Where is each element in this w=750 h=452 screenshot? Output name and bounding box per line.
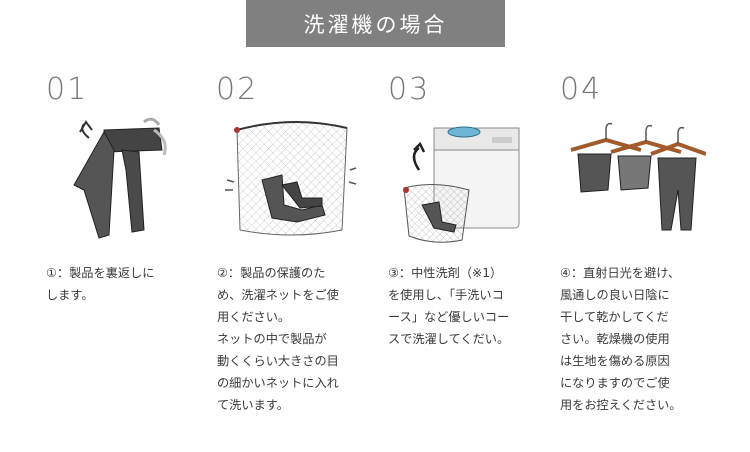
step-number: 02 bbox=[216, 72, 259, 107]
step-1: 01 bbox=[46, 70, 206, 110]
step-4-description: ④：直射日光を避け、 風通しの良い日陰に 干して乾かしてくだ さい。乾燥機の使用… bbox=[560, 266, 682, 412]
turn-inside-out-illustration bbox=[73, 117, 167, 239]
laundry-net-illustration bbox=[225, 120, 357, 236]
step-number: 03 bbox=[388, 72, 431, 107]
step-3: 03 bbox=[388, 70, 548, 110]
hanging-dry-illustration bbox=[570, 122, 706, 231]
washing-machine-illustration bbox=[403, 126, 520, 243]
step-3-description: ③：中性洗剤（※1） を使用し、「手洗いコ ース」など優しいコー スで洗濯してく… bbox=[388, 266, 510, 346]
step-1-description: ①：製品を裏返しに します。 bbox=[46, 266, 155, 302]
step-4: 04 bbox=[560, 70, 720, 110]
step-2-description: ②：製品の保護のた め、洗濯ネットをご使 用ください。 ネットの中で製品が 動く… bbox=[217, 266, 339, 412]
step-number: 01 bbox=[46, 72, 89, 107]
page-title: 洗濯機の場合 bbox=[246, 0, 505, 47]
step-2: 02 bbox=[216, 70, 376, 110]
step-number: 04 bbox=[560, 72, 603, 107]
